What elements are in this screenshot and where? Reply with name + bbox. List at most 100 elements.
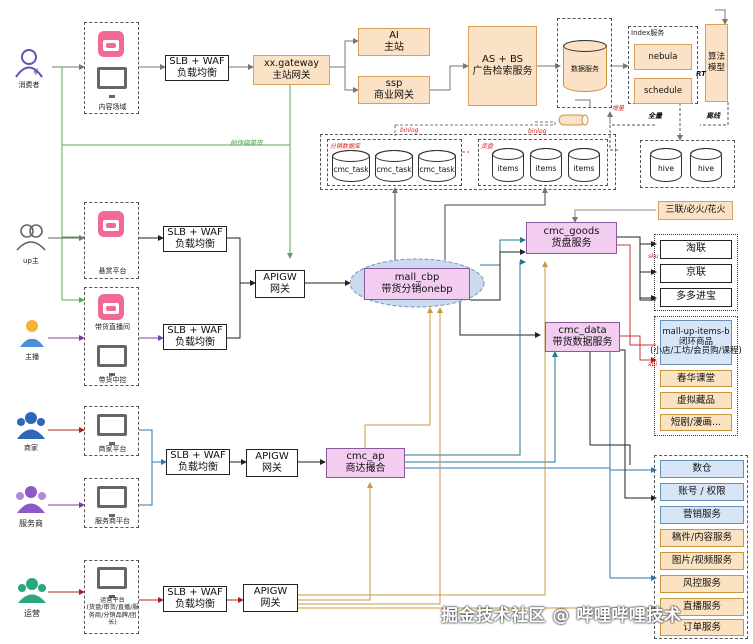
cmc-task-db-1: cmc_task <box>332 150 370 182</box>
apigw-ops: APIGW 网关 <box>243 584 298 612</box>
cmc-task-db-3: cmc_task <box>418 150 456 182</box>
platform-services-group <box>654 455 748 639</box>
svc-account-permission: 账号 / 权限 <box>660 483 744 501</box>
content-site-label: 内容场域 <box>98 103 127 111</box>
rt-label: RT <box>696 70 706 78</box>
channel-taolian: 淘联 <box>660 240 732 259</box>
svc-marketing: 营销服务 <box>660 506 744 524</box>
cmc-goods-service: cmc_goods 货盘服务 <box>526 222 617 254</box>
ops-label: 运营 <box>24 609 40 618</box>
monitor-icon <box>97 567 127 598</box>
hive-db-2: hive <box>690 148 722 182</box>
live-center-label: 带货中控 <box>98 376 127 384</box>
bilibili-app-icon[interactable] <box>98 31 124 57</box>
sp-platform-group: 服务商平台 <box>84 478 139 528</box>
anchor-label: 主播 <box>25 353 39 361</box>
svc-content: 稿件/内容服务 <box>660 529 744 547</box>
cmc-db-label: 分销数据库 <box>330 143 361 150</box>
svc-risk-control: 风控服务 <box>660 575 744 593</box>
incr-label: 增量 <box>612 105 625 112</box>
sku-label: sku <box>648 253 659 260</box>
channel-jinglian: 京联 <box>660 264 732 283</box>
items-db-3: items <box>568 148 600 182</box>
schedule-node: schedule <box>634 78 692 104</box>
up-label: up主 <box>23 257 39 265</box>
svc-order: 订单服务 <box>660 619 744 636</box>
content-site-group: 内容场域 <box>84 22 139 114</box>
ops-actor: 运营 <box>14 576 50 622</box>
slb-waf-ops: SLB + WAF 负载均衡 <box>163 586 227 612</box>
live-group: 带货直播间 带货中控 <box>84 287 139 386</box>
service-provider-icon <box>16 486 46 513</box>
svc-media: 图片/视频服务 <box>660 552 744 570</box>
channel-duoduo: 多多进宝 <box>660 288 732 307</box>
ops-platform-label: 运营平台 (货盘/审货/直播/服务商/分销品牌/团长) <box>86 597 139 627</box>
svg-text:¥: ¥ <box>33 68 39 78</box>
items-db-2: items <box>530 148 562 182</box>
service-provider-label: 服务商 <box>19 519 43 528</box>
closed-loop-course: 春华课堂 <box>660 370 732 387</box>
algo-model: 算法 模型 <box>705 24 728 102</box>
merchant-icon <box>17 412 45 439</box>
monitor-icon <box>97 414 127 445</box>
offline-label: 离线 <box>706 112 720 120</box>
ssp-business-gateway: ssp 商业网关 <box>358 76 430 104</box>
service-provider-actor: 服务商 <box>10 484 52 530</box>
full-label: 全量 <box>648 112 662 120</box>
closed-loop-items: mall-up-items-b 闭环商品 (小店/工坊/会员购/课程) <box>650 320 742 365</box>
closed-loop-drama: 短剧/漫画... <box>660 414 732 431</box>
slb-waf-anchor: SLB + WAF 负载均衡 <box>163 324 227 350</box>
data-service-label: 数据服务 <box>571 65 599 73</box>
binlog-label-1: binlog <box>400 127 419 134</box>
up-platform-label: 悬赏平台 <box>98 267 127 275</box>
sp-platform-label: 服务商平台 <box>95 517 130 525</box>
channel-group <box>654 234 738 311</box>
cmc-task-db-2: cmc_task <box>375 150 413 182</box>
cmc-ap-service: cmc_ap 商达撮合 <box>326 448 405 478</box>
cmc-db-group: 分销数据库 <box>327 139 462 186</box>
bilibili-app-icon[interactable] <box>98 211 124 237</box>
consumer-label: 消费者 <box>18 81 40 89</box>
storage-outer <box>320 134 616 190</box>
sanlian-service: 三联/必火/花火 <box>658 201 733 220</box>
user-icon: ¥ <box>15 49 43 78</box>
presenter-icon <box>20 320 44 347</box>
up-platform-group: 悬赏平台 <box>84 202 139 279</box>
creator-binding-note: 创作绑带货 <box>230 139 263 147</box>
hive-group <box>640 140 735 188</box>
merchant-actor: 商家 <box>12 410 50 456</box>
ai-main-site: AI 主站 <box>358 28 430 56</box>
items-db-1: items <box>492 148 524 182</box>
consumer-actor: ¥ 消费者 <box>8 48 50 94</box>
monitor-icon <box>97 345 127 376</box>
slb-waf-up: SLB + WAF 负载均衡 <box>163 226 227 252</box>
xx-gateway: xx.gateway 主站网关 <box>253 55 330 85</box>
merchant-platform-label: 商家平台 <box>98 445 127 453</box>
data-service-group <box>557 18 612 108</box>
message-queue-icon <box>558 114 589 126</box>
nebula-node: nebula <box>634 44 692 70</box>
up-actor: up主 <box>14 222 48 268</box>
data-service-db: 数据服务 <box>563 40 607 92</box>
monitor-icon <box>97 486 127 517</box>
api-label: api <box>648 361 658 368</box>
ad-search-service: AS + BS 广告检索服务 <box>468 26 537 106</box>
mall-cbp-service: mall_cbp 带货分销onebp <box>364 268 470 300</box>
operator-icon <box>18 578 46 603</box>
apigw-merchant: APIGW 网关 <box>246 449 298 477</box>
closed-loop-group <box>654 316 738 436</box>
svc-live: 直播服务 <box>660 598 744 616</box>
live-tool-label: 带货直播间 <box>95 323 130 331</box>
slb-waf-merchant: SLB + WAF 负载均衡 <box>166 449 230 475</box>
watermark-text: 掘金技术社区 @ 哔哩哔哩技术 <box>441 606 682 626</box>
slb-waf-consumer: SLB + WAF 负载均衡 <box>165 55 229 81</box>
items-db-group: 货盘 <box>478 139 608 186</box>
ops-platform-group: 运营平台 (货盘/审货/直播/服务商/分销品牌/团长) <box>84 560 139 634</box>
merchant-label: 商家 <box>24 444 38 452</box>
cmc-data-service: cmc_data 带货数据服务 <box>545 322 620 352</box>
svc-data-warehouse: 数仓 <box>660 460 744 478</box>
binlog-label-2: binlog <box>528 128 547 135</box>
bilibili-app-icon[interactable] <box>98 294 124 320</box>
items-db-label: 货盘 <box>481 143 494 150</box>
